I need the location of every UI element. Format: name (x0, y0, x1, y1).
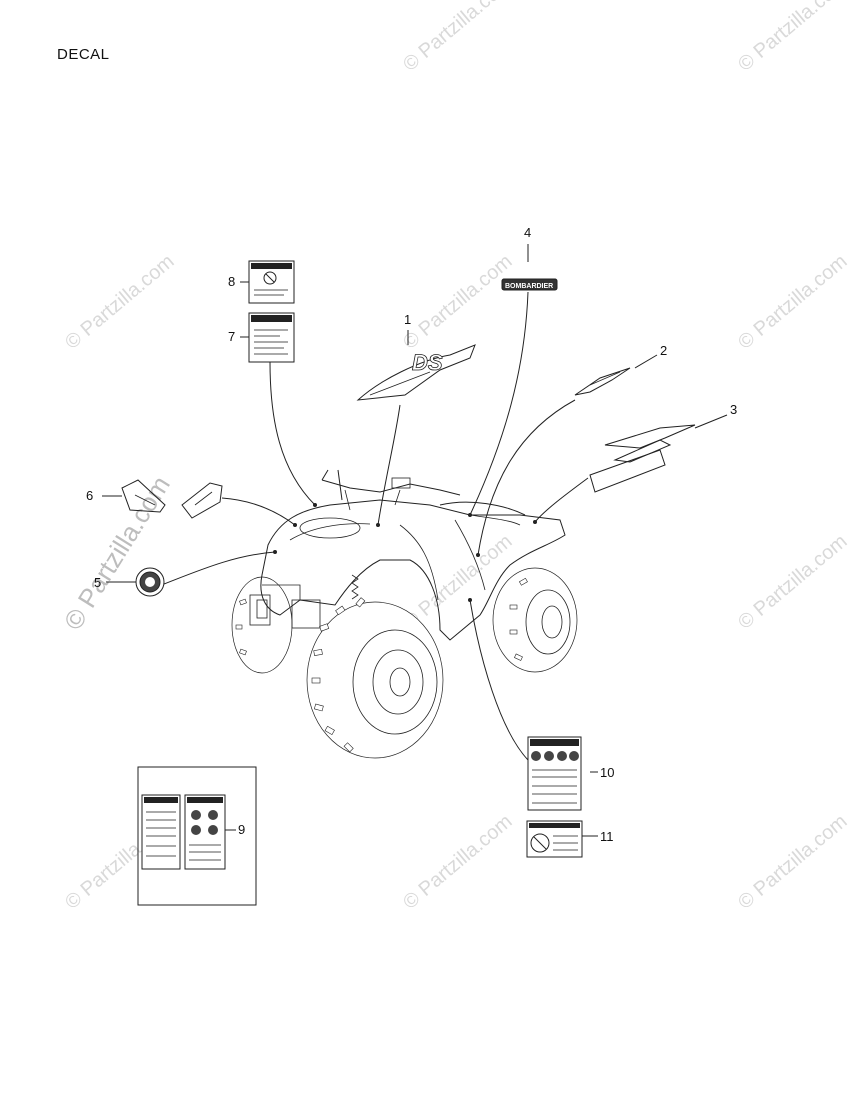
decal-ds-graphic: DS (356, 344, 476, 401)
callout-4: 4 (524, 225, 531, 240)
leader-lines (102, 244, 728, 837)
callout-9: 9 (238, 822, 245, 837)
watermark: © Partzilla.com (399, 810, 516, 913)
decal-bombardier-badge: BOMBARDIER (501, 278, 558, 291)
decal-badge-text: BOMBARDIER (505, 283, 553, 290)
watermark: © Partzilla.com (399, 0, 516, 76)
decal-brand-text: BOMBARDIER (593, 462, 648, 489)
page-title: DECAL (57, 46, 110, 63)
watermark-group: © Partzilla.com © Partzilla.com © Partzi… (58, 0, 850, 914)
watermark: © Partzilla.com (399, 250, 516, 353)
callout-10: 10 (600, 765, 614, 780)
watermark: © Partzilla.com (734, 810, 850, 913)
leader-dots (273, 503, 537, 602)
callout-numbers: 1 2 3 4 5 6 7 8 9 10 11 (86, 225, 737, 844)
decal-ds-text: DS (412, 350, 443, 375)
callout-1: 1 (404, 312, 411, 327)
decal-warning-label-8 (248, 260, 295, 304)
decal-bombardier-stripe: BOMBARDIER (589, 424, 696, 493)
callout-11: 11 (600, 829, 614, 844)
callout-8: 8 (228, 274, 235, 289)
callout-5: 5 (94, 575, 101, 590)
decal-small-stripe (574, 367, 631, 396)
watermark: © Partzilla.com (734, 530, 850, 633)
decal-round-emblem (135, 567, 165, 597)
callout-7: 7 (228, 329, 235, 344)
callout-3: 3 (730, 402, 737, 417)
callout-2: 2 (660, 343, 667, 358)
watermark-large: © Partzilla.com (58, 471, 176, 635)
watermark: © Partzilla.com (734, 250, 850, 353)
decal-side-pair (121, 479, 223, 519)
atv-illustration (231, 469, 578, 759)
decal-label-set-9 (137, 766, 257, 906)
decal-warning-label-7 (248, 312, 295, 363)
watermark: © Partzilla.com (734, 0, 850, 76)
decal-warning-label-10 (527, 736, 582, 811)
watermark: © Partzilla.com (61, 250, 178, 353)
decal-warning-label-11 (526, 820, 583, 858)
callout-6: 6 (86, 488, 93, 503)
